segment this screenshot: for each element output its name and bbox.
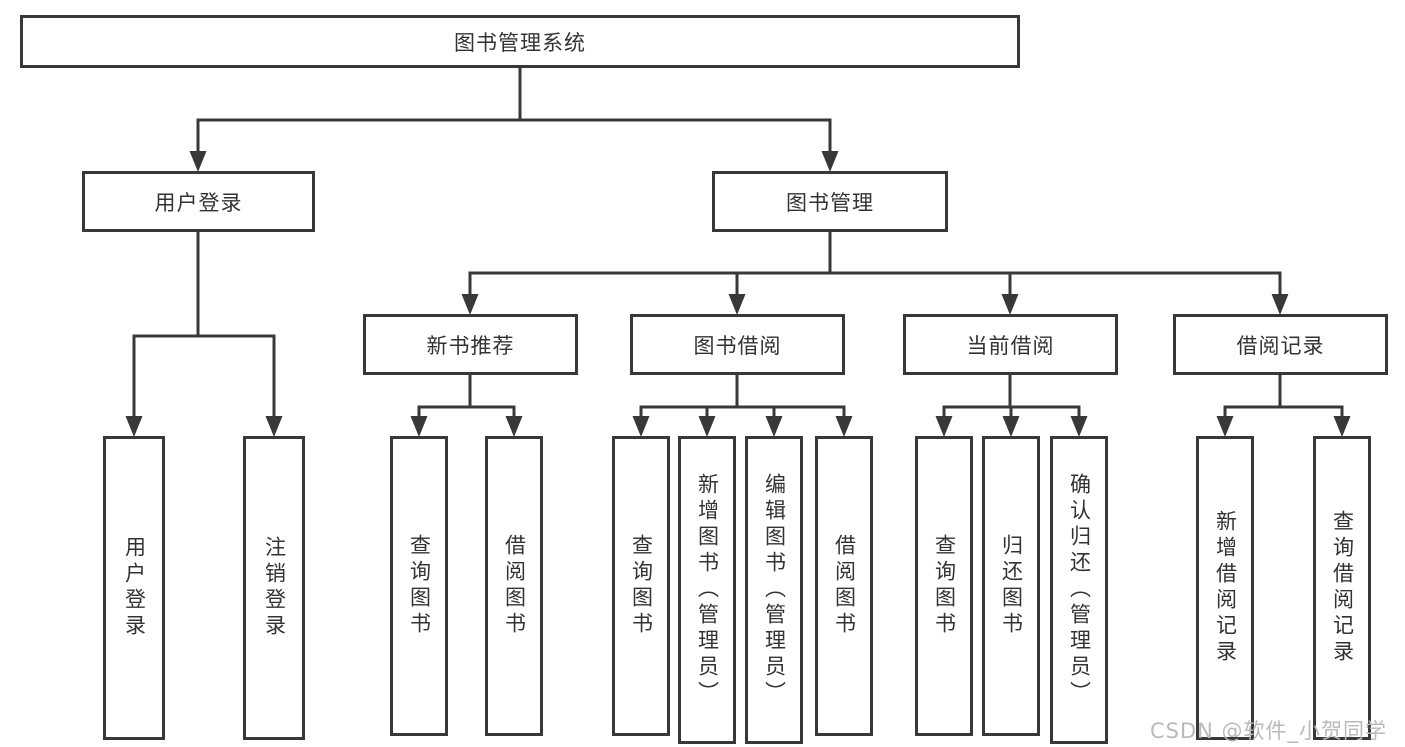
leaf-current-query-books: 查询图书	[915, 436, 973, 736]
leaf-borrow-edit-books-admin: 编辑图书（管理员）	[745, 436, 803, 744]
node-book-management: 图书管理	[712, 171, 948, 232]
leaf-borrow-borrow-books: 借阅图书	[815, 436, 873, 736]
leaf-current-return-books: 归还图书	[982, 436, 1040, 736]
node-borrow-records: 借阅记录	[1173, 314, 1388, 375]
node-root-system: 图书管理系统	[20, 15, 1020, 68]
leaf-current-confirm-return-admin: 确认归还（管理员）	[1050, 436, 1108, 744]
leaf-logout: 注销登录	[243, 436, 305, 740]
leaf-user-login: 用户登录	[103, 436, 165, 740]
node-book-borrow: 图书借阅	[630, 314, 845, 375]
leaf-recommend-query-books: 查询图书	[390, 436, 448, 736]
node-current-borrow: 当前借阅	[903, 314, 1118, 375]
csdn-watermark: CSDN @软件_小贺同学	[1150, 719, 1388, 743]
leaf-records-add-record: 新增借阅记录	[1196, 436, 1254, 740]
leaf-records-query-record: 查询借阅记录	[1313, 436, 1371, 740]
leaf-borrow-add-books-admin: 新增图书（管理员）	[678, 436, 736, 744]
node-user-login: 用户登录	[82, 171, 315, 232]
leaf-recommend-borrow-books: 借阅图书	[485, 436, 543, 736]
node-new-book-recommend: 新书推荐	[363, 314, 578, 375]
leaf-borrow-query-books: 查询图书	[612, 436, 670, 736]
